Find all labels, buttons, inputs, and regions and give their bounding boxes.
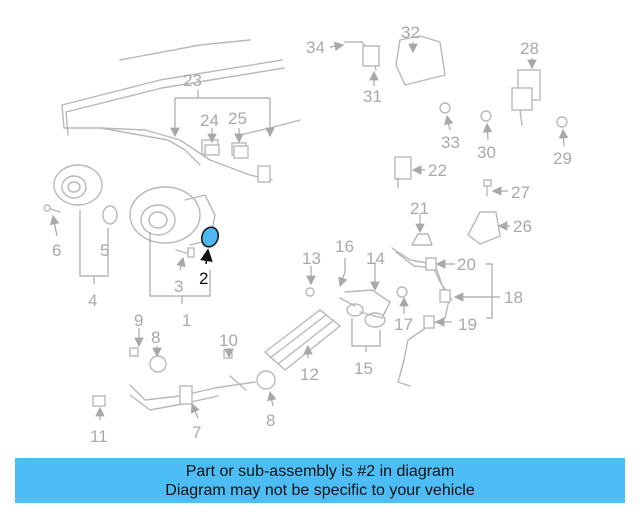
callout-7: 7	[192, 423, 201, 442]
callout-23: 23	[183, 71, 202, 90]
part-2-gasket	[200, 226, 220, 248]
callout-3: 3	[174, 277, 183, 296]
callout-6: 6	[52, 241, 61, 260]
part-29-30-fittings	[480, 110, 568, 128]
callout-28: 28	[520, 39, 539, 58]
callout-19: 19	[458, 315, 477, 334]
callout-2: 2	[199, 269, 208, 288]
callout-numbers: 1 2 3 4 5 6 7 8 8 9 10 11 12 13 14 15 16…	[52, 23, 572, 446]
part-4-assembly	[43, 164, 118, 225]
callout-4: 4	[88, 291, 97, 310]
banner-line-2: Diagram may not be specific to your vehi…	[165, 481, 475, 499]
part-21-cap	[411, 233, 433, 246]
callout-9: 9	[134, 311, 143, 330]
callout-27: 27	[511, 183, 530, 202]
callout-30: 30	[477, 143, 496, 162]
callout-8-left: 8	[151, 328, 160, 347]
part-3-bolt	[175, 247, 195, 258]
callout-25: 25	[228, 109, 247, 128]
part-22-sensor	[394, 156, 412, 189]
callout-18: 18	[504, 288, 523, 307]
callout-15: 15	[354, 359, 373, 378]
info-banner: Part or sub-assembly is #2 in diagram Di…	[15, 458, 625, 503]
callout-26: 26	[513, 217, 532, 236]
callout-33: 33	[441, 133, 460, 152]
callout-1: 1	[182, 311, 191, 330]
callout-leaders	[49, 41, 569, 420]
callout-22: 22	[428, 161, 447, 180]
part-23-pipes	[61, 39, 301, 183]
part-27-bolt	[483, 179, 492, 197]
callout-21: 21	[410, 199, 429, 218]
callout-29: 29	[553, 149, 572, 168]
callout-12: 12	[300, 365, 319, 384]
callout-16: 16	[335, 237, 354, 256]
callout-24: 24	[200, 111, 219, 130]
callout-8-right: 8	[266, 411, 275, 430]
parts-diagram: 1 2 3 4 5 6 7 8 8 9 10 11 12 13 14 15 16…	[43, 23, 572, 446]
part-24-25-fittings	[204, 144, 249, 159]
banner-line-1: Part or sub-assembly is #2 in diagram	[185, 462, 455, 480]
callout-34: 34	[306, 38, 325, 57]
callout-17: 17	[394, 315, 413, 334]
callout-32: 32	[401, 23, 420, 42]
part-12-egr-cooler	[263, 286, 408, 371]
callout-20: 20	[457, 255, 476, 274]
callout-31: 31	[363, 87, 382, 106]
part-26-bracket	[467, 211, 501, 245]
callout-11: 11	[90, 427, 108, 446]
callout-5: 5	[100, 241, 109, 260]
callout-13: 13	[302, 249, 321, 268]
part-7-lower-pipe	[129, 355, 276, 411]
callout-10: 10	[219, 331, 238, 350]
callout-14: 14	[366, 249, 385, 268]
part-31-34-brackets	[344, 35, 451, 114]
part-28-solenoid	[511, 69, 541, 126]
